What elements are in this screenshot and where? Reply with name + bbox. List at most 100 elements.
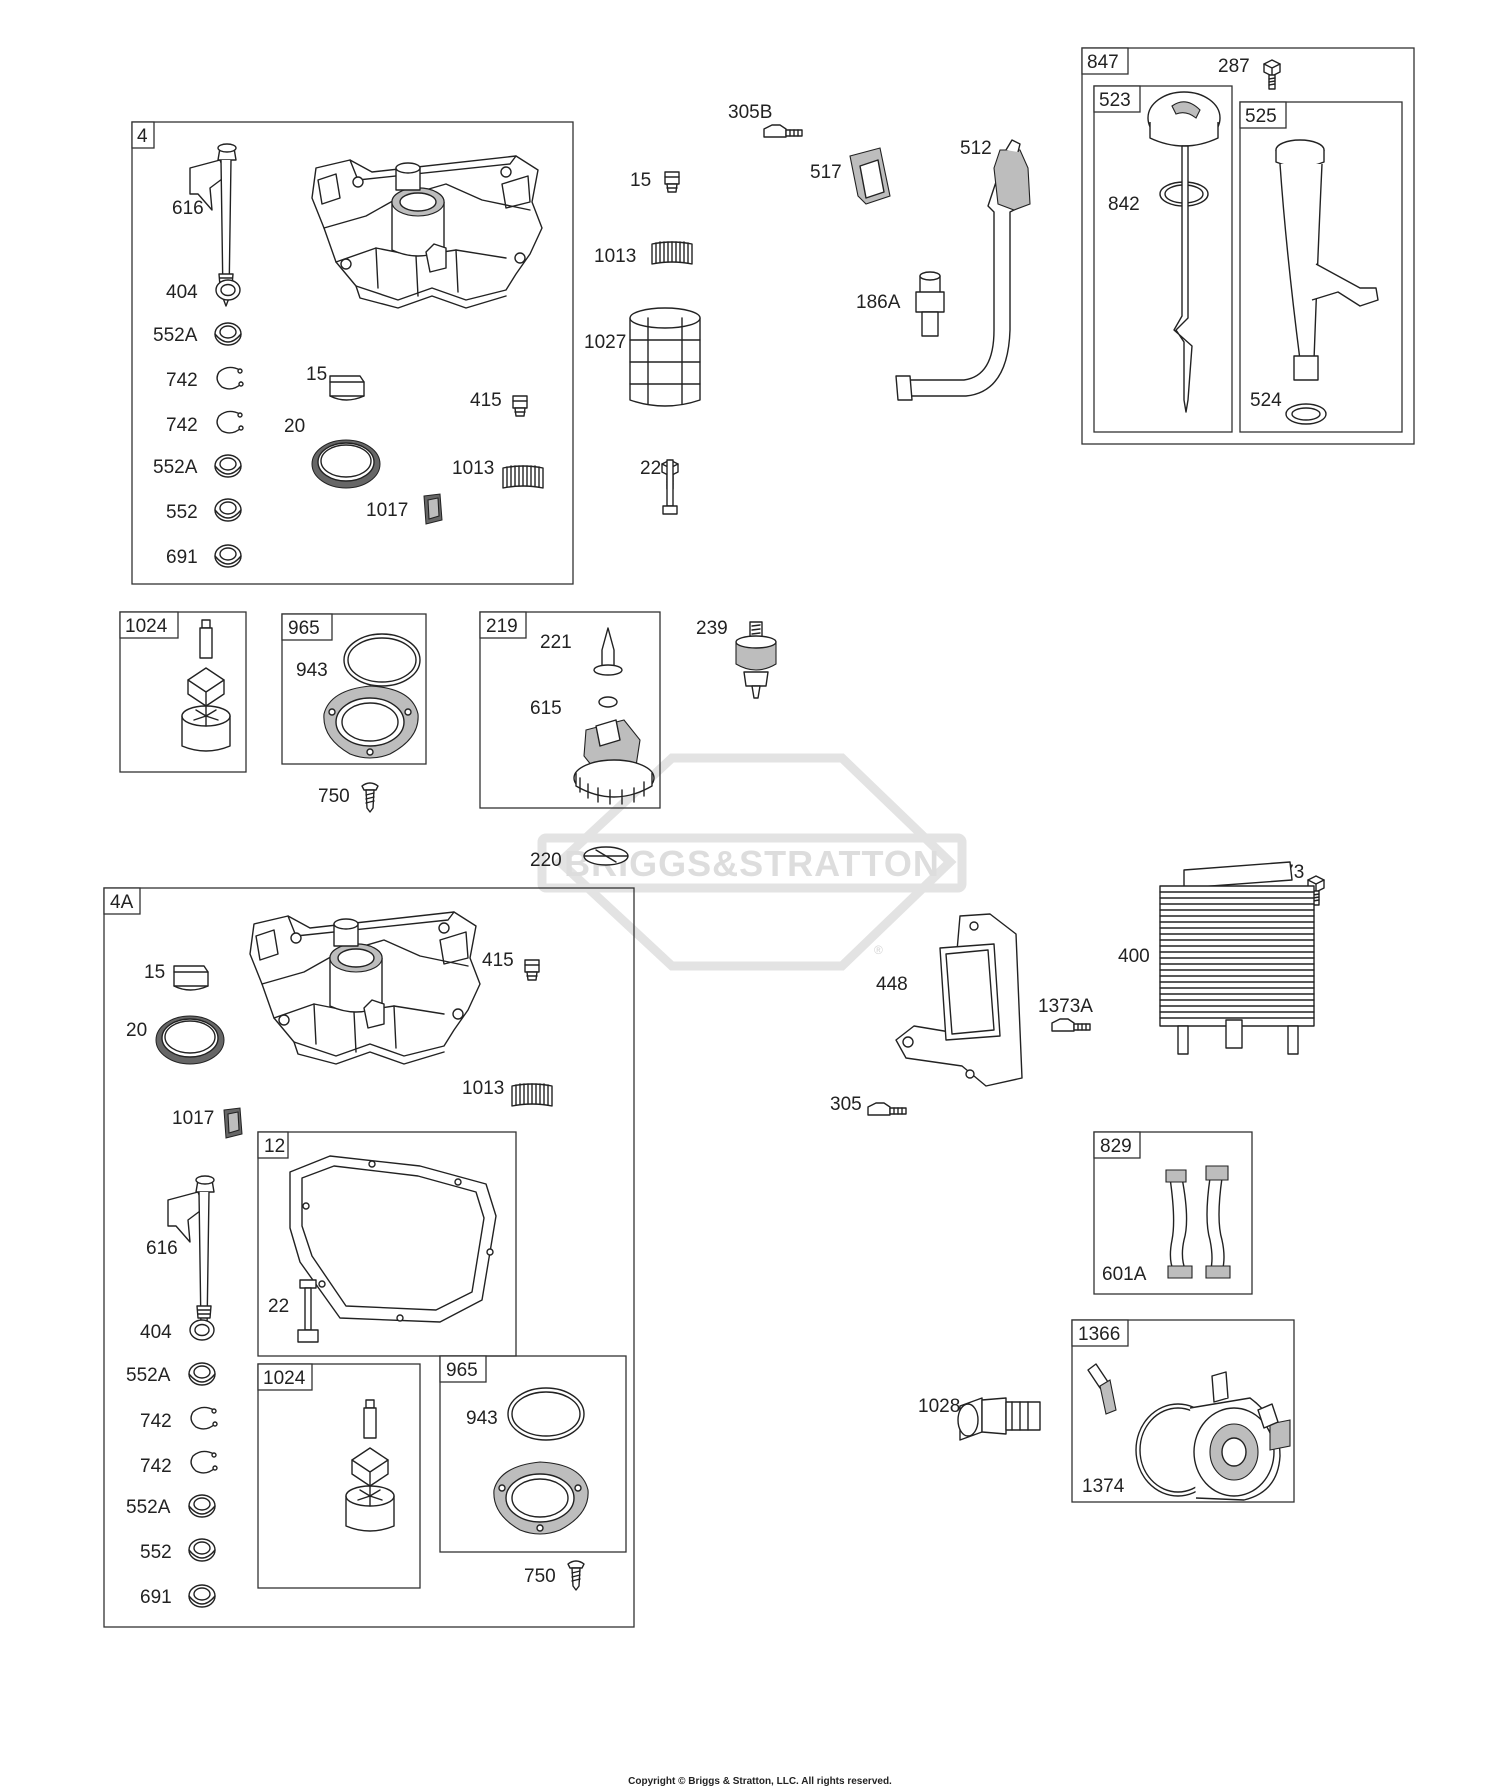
dipstick-cap-842 [1147,91,1221,413]
label-691: 691 [140,1587,172,1608]
screw-287 [1263,59,1281,90]
kit-4-group: 4 616 404 552A 742 742 552A 552 691 15 2… [131,121,574,585]
kit-4a-group: 4A 15 20 1017 415 1013 12 [103,887,635,1628]
gasket-448 [895,913,1023,1087]
label-750: 750 [318,786,350,807]
label-616: 616 [146,1238,178,1259]
kit-847-group: 847 287 523 842 525 524 [1081,47,1415,445]
kit-965-group: 965 943 [281,613,427,765]
oil-cooler-section: 448 1373A 305 1373 400 829 601A [830,861,1325,1503]
label-552a: 552A [153,325,198,346]
plug-15 [329,375,365,401]
breather-tube-512 [895,139,1031,401]
bushing-552a [214,322,242,346]
label-524: 524 [1250,390,1282,411]
label-15: 15 [630,170,651,191]
e-clip-742 [216,366,244,390]
oil-cooler-400 [1159,861,1315,1055]
plug-415 [524,959,540,981]
kit-4-label: 4 [137,126,148,147]
screw-305 [867,1102,907,1116]
o-ring-404 [189,1319,215,1341]
label-448: 448 [876,974,908,995]
label-400: 400 [1118,946,1150,967]
bushing-691 [188,1584,216,1608]
oil-pump-cover [493,1461,589,1535]
screen-220 [583,846,629,866]
bushing-552a [214,454,242,478]
label-552a: 552A [126,1365,171,1386]
label-1017: 1017 [172,1108,214,1129]
label-1373a: 1373A [1038,996,1093,1017]
oil-seal-20 [311,439,381,489]
hose-601a [1165,1165,1231,1279]
bushing-552a [188,1494,216,1518]
label-750: 750 [524,1566,556,1587]
label-1013: 1013 [462,1078,504,1099]
briggs-stratton-watermark: BRIGGS&STRATTON ® [537,753,967,971]
label-742: 742 [166,415,198,436]
sleeve-1013 [502,465,544,489]
kit-1024-group: 1024 [119,611,247,773]
label-404: 404 [166,282,198,303]
bushing-691 [214,544,242,568]
oil-seal-20 [155,1015,225,1065]
label-239: 239 [696,618,728,639]
watermark-brand: BRIGGS&STRATTON [564,843,940,884]
oil-pressure-switch-239 [735,621,777,699]
label-221: 221 [540,632,572,653]
clip-1017 [423,493,443,525]
label-20: 20 [126,1020,147,1041]
bushing-552a [188,1362,216,1386]
screw-305b [763,124,803,138]
label-415: 415 [470,390,502,411]
label-22: 22 [268,1296,289,1317]
label-552a: 552A [126,1497,171,1518]
oil-pump-cover [323,685,419,759]
label-943: 943 [466,1408,498,1429]
kit-829-label: 829 [1100,1136,1132,1157]
kit-4a-label: 4A [110,892,134,913]
plug-415 [512,395,528,417]
label-552a: 552A [153,457,198,478]
label-691: 691 [166,547,198,568]
kit-523-label: 523 [1099,90,1131,111]
kit-525-label: 525 [1245,106,1277,127]
label-1374: 1374 [1082,1476,1125,1497]
kit-965-label: 965 [446,1360,478,1381]
label-742: 742 [166,370,198,391]
watermark-registered-mark: ® [874,943,883,957]
o-ring-943 [343,633,421,687]
pin-221 [593,627,623,676]
kit-12-label: 12 [264,1136,285,1157]
bushing-552 [188,1538,216,1562]
label-943: 943 [296,660,328,681]
label-842: 842 [1108,194,1140,215]
label-517: 517 [810,162,842,183]
gasket-12 [289,1155,497,1323]
oil-pump-rotor-set [181,619,231,752]
governor-gear-assembly [573,719,655,805]
plug-15 [664,171,680,193]
label-1028: 1028 [918,1396,960,1417]
label-15: 15 [306,364,327,385]
label-415: 415 [482,950,514,971]
bolt-22-shank [662,459,678,515]
sleeve-1013 [651,241,693,265]
loose-parts-top-center: 15 1013 1027 22 305B 517 186A [584,102,1031,515]
bushing-552 [214,498,242,522]
label-601a: 601A [1102,1264,1147,1285]
oil-filter-adapter-1374 [1135,1371,1291,1501]
kit-1366-label: 1366 [1078,1324,1120,1345]
clip-1017 [223,1107,243,1139]
label-1017: 1017 [366,500,408,521]
label-404: 404 [140,1322,172,1343]
label-1013: 1013 [452,458,494,479]
label-1013: 1013 [594,246,636,267]
kit-965-label: 965 [288,618,320,639]
elbow-fitting [1087,1363,1117,1415]
fitting-1028 [957,1397,1041,1441]
bracket-517 [849,147,891,205]
o-ring-404 [215,279,241,301]
